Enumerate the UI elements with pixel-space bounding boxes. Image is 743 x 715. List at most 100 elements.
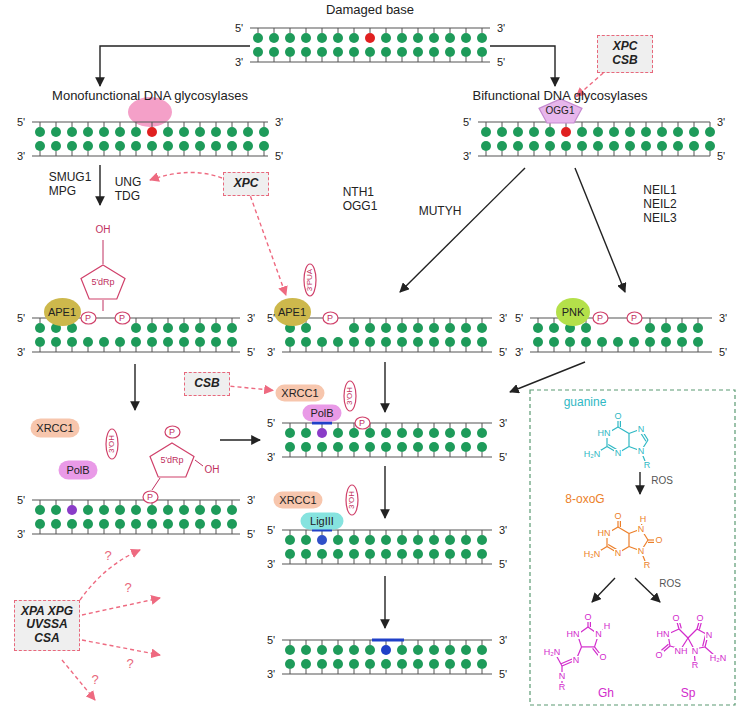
atom-label: NH xyxy=(674,647,689,656)
dna-tick xyxy=(534,122,535,127)
dna-base xyxy=(333,645,343,655)
chem-bond xyxy=(620,420,621,427)
dna-tick xyxy=(120,500,121,505)
dna-base xyxy=(577,127,587,137)
dna-base xyxy=(413,535,423,545)
factor-box: CSB xyxy=(184,372,230,396)
dna-tick xyxy=(338,640,339,645)
strand-end-label: 5' xyxy=(499,668,507,681)
strand-end-label: 3' xyxy=(275,116,283,129)
dna-tick xyxy=(694,122,695,127)
dna-base xyxy=(397,47,407,57)
dna-tick xyxy=(216,529,217,534)
dna-base xyxy=(179,127,189,137)
dna-base xyxy=(461,442,471,452)
dna-tick xyxy=(290,669,291,674)
node-label: XRCC1 xyxy=(36,422,73,435)
dna-base xyxy=(35,519,45,529)
dna-tick xyxy=(40,347,41,352)
dna-base xyxy=(477,47,487,57)
strand-end-label: 3' xyxy=(497,22,505,35)
dna-tick xyxy=(566,151,567,156)
factor-box: XPC CSB xyxy=(597,35,653,73)
dna-tick xyxy=(338,669,339,674)
node-text: P xyxy=(631,313,637,323)
dna-tick xyxy=(322,559,323,564)
dna-base xyxy=(529,141,539,151)
dna-base xyxy=(561,141,571,151)
dna-base xyxy=(51,141,61,151)
dna-base xyxy=(99,141,109,151)
dna-base xyxy=(641,127,651,137)
dna-base xyxy=(481,141,491,151)
dna-tick xyxy=(168,347,169,352)
dna-tick xyxy=(450,669,451,674)
dna-base xyxy=(581,323,591,333)
chem-bond xyxy=(617,420,618,427)
node-outline-shape xyxy=(106,429,118,459)
dna-tick xyxy=(402,28,403,33)
end-group-oval: 3'OH xyxy=(343,380,357,412)
enzyme-circle: APE1 xyxy=(273,297,312,327)
dna-tick xyxy=(264,122,265,127)
dna-base xyxy=(67,127,77,137)
chem-bond xyxy=(661,644,668,650)
dna-base xyxy=(365,47,375,57)
dna-base xyxy=(545,127,555,137)
node-outline-shape xyxy=(304,264,316,296)
dna-tick xyxy=(232,151,233,156)
strand-end-label: 5' xyxy=(499,558,507,571)
attachment-line xyxy=(103,300,104,311)
dna-base xyxy=(549,323,559,333)
dna-base xyxy=(195,323,205,333)
dna-base xyxy=(83,141,93,151)
dna-tick xyxy=(370,28,371,33)
dna-base xyxy=(317,47,327,57)
dna-base xyxy=(497,127,507,137)
node-label: 5'dRp xyxy=(160,455,183,465)
dna-tick xyxy=(710,151,711,156)
dna-base xyxy=(413,323,423,333)
dna-tick xyxy=(88,529,89,534)
dashed-connector xyxy=(250,196,285,295)
dna-tick xyxy=(598,151,599,156)
dna-base xyxy=(285,337,295,347)
pathway-arrow xyxy=(575,168,625,292)
dna-tick xyxy=(370,530,371,535)
dna-base xyxy=(317,549,327,559)
strand-end-label: 5' xyxy=(717,150,725,163)
dna-base xyxy=(163,337,173,347)
dna-tick xyxy=(354,530,355,535)
node-text: 3'PUA xyxy=(305,269,314,291)
dna-tick xyxy=(386,530,387,535)
dna-tick xyxy=(630,151,631,156)
strand-end-label: 5' xyxy=(499,451,507,464)
strand-end-label: 5' xyxy=(267,312,275,325)
strand-end-label: 3' xyxy=(247,312,255,325)
dna-tick xyxy=(482,423,483,428)
pathway-arrow xyxy=(592,578,615,602)
dna-base xyxy=(481,127,491,137)
dna-base xyxy=(349,47,359,57)
node-outline-shape xyxy=(593,312,608,324)
dna-tick xyxy=(216,122,217,127)
dna-tick xyxy=(450,28,451,33)
node-label: P xyxy=(327,313,333,323)
atom-label: O xyxy=(695,614,704,623)
dna-base xyxy=(51,519,61,529)
dna-base xyxy=(513,127,523,137)
dna-tick xyxy=(418,452,419,457)
dna-base xyxy=(195,505,205,515)
text-label: Gh xyxy=(598,687,614,701)
enzyme-circle: APE1 xyxy=(43,297,82,327)
dna-tick xyxy=(200,500,201,505)
atom-label: O xyxy=(671,614,680,623)
dna-base xyxy=(645,323,655,333)
phosphate-circle: P xyxy=(164,425,181,439)
node-outline-shape xyxy=(556,298,590,326)
dna-base xyxy=(593,127,603,137)
dna-tick xyxy=(466,28,467,33)
question-mark: ? xyxy=(125,657,134,672)
dna-base xyxy=(413,33,423,43)
dna-base xyxy=(381,47,391,57)
